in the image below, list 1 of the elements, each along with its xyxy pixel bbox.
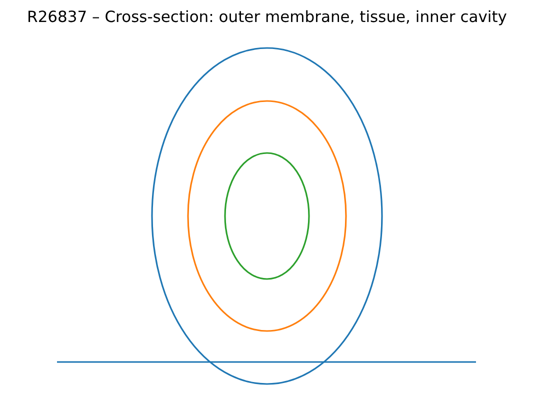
title: R26837 – Cross-section: outer membrane, tissue, inner cavity bbox=[26, 8, 508, 26]
